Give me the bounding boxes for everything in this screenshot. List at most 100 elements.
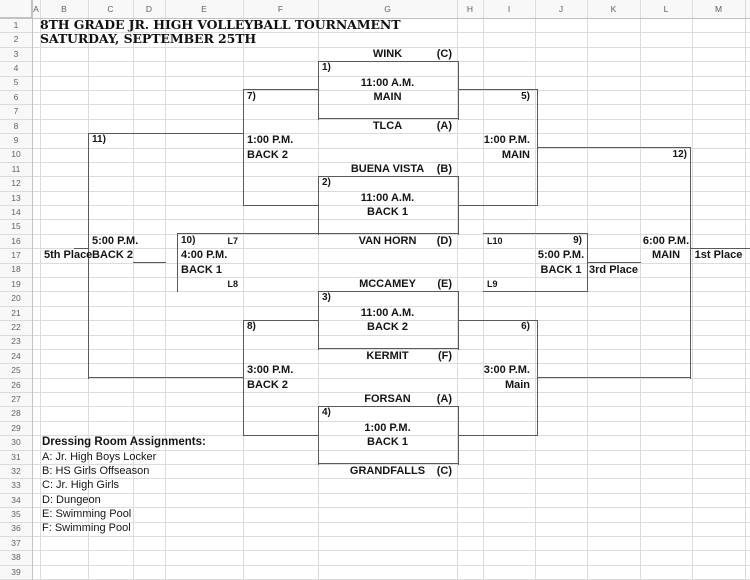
row-header-3[interactable]: 3 <box>13 48 19 59</box>
game7-court[interactable]: BACK 2 <box>247 148 288 161</box>
row-header-35[interactable]: 35 <box>11 509 21 520</box>
dressing-room-e[interactable]: E: Swimming Pool <box>42 508 132 520</box>
game12-time[interactable]: 6:00 P.M. <box>642 234 690 247</box>
game5-court[interactable]: MAIN <box>501 148 530 161</box>
row-header-26[interactable]: 26 <box>11 379 21 390</box>
team-grandfalls[interactable]: GRANDFALLS <box>349 464 426 477</box>
select-all-corner[interactable] <box>0 0 32 18</box>
row-header-5[interactable]: 5 <box>13 77 19 88</box>
game9-loser10[interactable]: L10 <box>487 235 503 246</box>
game5-num[interactable]: 5) <box>521 90 530 102</box>
row-header-8[interactable]: 8 <box>13 120 19 131</box>
dressing-room-header[interactable]: Dressing Room Assignments: <box>42 436 206 449</box>
game9-loser9[interactable]: L9 <box>487 278 498 289</box>
game7-num[interactable]: 7) <box>247 90 256 102</box>
column-header-M[interactable]: M <box>714 3 723 14</box>
dressing-room-f[interactable]: F: Swimming Pool <box>42 522 131 535</box>
game4-num[interactable]: 4) <box>322 407 331 419</box>
team-wink[interactable]: WINK <box>372 47 403 60</box>
place-1st[interactable]: 1st Place <box>694 249 743 262</box>
game1-num[interactable]: 1) <box>322 62 331 74</box>
game3-court[interactable]: BACK 2 <box>367 321 408 334</box>
team-forsan[interactable]: FORSAN <box>364 393 411 405</box>
row-header-18[interactable]: 18 <box>11 264 21 275</box>
column-header-H[interactable]: H <box>466 3 474 14</box>
game9-court[interactable]: BACK 1 <box>540 263 582 276</box>
row-header-38[interactable]: 38 <box>11 552 21 563</box>
row-header-4[interactable]: 4 <box>13 63 19 74</box>
column-header-L[interactable]: L <box>663 3 669 14</box>
row-header-23[interactable]: 23 <box>11 336 21 347</box>
game10-loser7[interactable]: L7 <box>227 235 238 246</box>
team-mccamey[interactable]: MCCAMEY <box>359 277 416 290</box>
row-header-34[interactable]: 34 <box>11 494 21 505</box>
row-header-22[interactable]: 22 <box>11 322 21 333</box>
game1-court[interactable]: MAIN <box>373 90 402 103</box>
game10-time[interactable]: 4:00 P.M. <box>181 249 228 262</box>
column-header-B[interactable]: B <box>61 3 67 14</box>
row-header-20[interactable]: 20 <box>11 293 21 304</box>
row-header-28[interactable]: 28 <box>11 408 21 419</box>
game2-court[interactable]: BACK 1 <box>367 206 408 218</box>
game10-court[interactable]: BACK 1 <box>181 263 222 276</box>
row-header-31[interactable]: 31 <box>11 451 21 462</box>
row-header-32[interactable]: 32 <box>11 465 21 476</box>
seed-tlca[interactable]: (A) <box>436 119 452 132</box>
game12-court[interactable]: MAIN <box>651 249 681 262</box>
team-buena-vista[interactable]: BUENA VISTA <box>350 162 425 175</box>
row-header-1[interactable]: 1 <box>13 19 19 30</box>
game10-num[interactable]: 10) <box>181 234 196 246</box>
row-header-11[interactable]: 11 <box>11 163 21 174</box>
seed-mccamey[interactable]: (E) <box>437 277 452 290</box>
seed-grandfalls[interactable]: (C) <box>436 464 452 477</box>
team-kermit[interactable]: KERMIT <box>366 349 409 362</box>
row-header-21[interactable]: 21 <box>11 307 21 318</box>
row-header-33[interactable]: 33 <box>11 480 21 491</box>
column-header-K[interactable]: K <box>610 3 617 14</box>
row-header-36[interactable]: 36 <box>11 523 21 534</box>
seed-forsan[interactable]: (A) <box>436 393 452 405</box>
column-header-E[interactable]: E <box>201 3 207 14</box>
game9-num[interactable]: 9) <box>573 234 582 246</box>
row-header-2[interactable]: 2 <box>13 34 19 45</box>
game11-num[interactable]: 11) <box>92 134 106 146</box>
game6-court[interactable]: Main <box>504 378 530 391</box>
dressing-room-b[interactable]: B: HS Girls Offseason <box>42 464 150 477</box>
column-header-A[interactable]: A <box>33 3 39 14</box>
row-header-30[interactable]: 30 <box>11 437 21 448</box>
game5-time[interactable]: 1:00 P.M. <box>483 134 530 147</box>
seed-buena-vista[interactable]: (B) <box>436 162 452 175</box>
row-header-13[interactable]: 13 <box>11 192 21 203</box>
team-van-horn[interactable]: VAN HORN <box>358 234 417 247</box>
sheet-title[interactable]: 8TH GRADE JR. HIGH VOLLEYBALL TOURNAMENT <box>40 16 401 32</box>
game1-time[interactable]: 11:00 A.M. <box>360 76 415 89</box>
game10-loser8[interactable]: L8 <box>227 278 238 289</box>
row-header-17[interactable]: 17 <box>11 250 21 261</box>
game9-time[interactable]: 5:00 P.M. <box>537 249 585 262</box>
game8-court[interactable]: BACK 2 <box>247 378 288 391</box>
dressing-room-c[interactable]: C: Jr. High Girls <box>42 479 120 492</box>
row-header-6[interactable]: 6 <box>13 91 19 102</box>
column-header-G[interactable]: G <box>384 3 391 14</box>
place-5th[interactable]: 5th Place <box>44 249 93 262</box>
row-header-25[interactable]: 25 <box>11 365 21 376</box>
game6-time[interactable]: 3:00 P.M. <box>483 364 530 377</box>
game11-time[interactable]: 5:00 P.M. <box>92 234 139 247</box>
game3-time[interactable]: 11:00 A.M. <box>360 306 415 319</box>
place-3rd[interactable]: 3rd Place <box>589 263 638 276</box>
column-header-C[interactable]: C <box>107 3 114 14</box>
game8-num[interactable]: 8) <box>247 321 256 333</box>
game7-time[interactable]: 1:00 P.M. <box>247 134 294 147</box>
game2-num[interactable]: 2) <box>322 177 331 189</box>
column-header-J[interactable]: J <box>558 3 564 14</box>
row-header-16[interactable]: 16 <box>11 235 21 246</box>
column-header-I[interactable]: I <box>507 3 511 14</box>
row-header-19[interactable]: 19 <box>11 278 21 289</box>
seed-kermit[interactable]: (F) <box>437 349 452 362</box>
dressing-room-a[interactable]: A: Jr. High Boys Locker <box>42 450 157 463</box>
row-header-9[interactable]: 9 <box>13 135 19 146</box>
row-header-12[interactable]: 12 <box>11 178 21 189</box>
sheet-subtitle[interactable]: SATURDAY, SEPTEMBER 25TH <box>40 31 257 47</box>
team-tlca[interactable]: TLCA <box>372 119 403 132</box>
column-header-D[interactable]: D <box>145 3 153 14</box>
